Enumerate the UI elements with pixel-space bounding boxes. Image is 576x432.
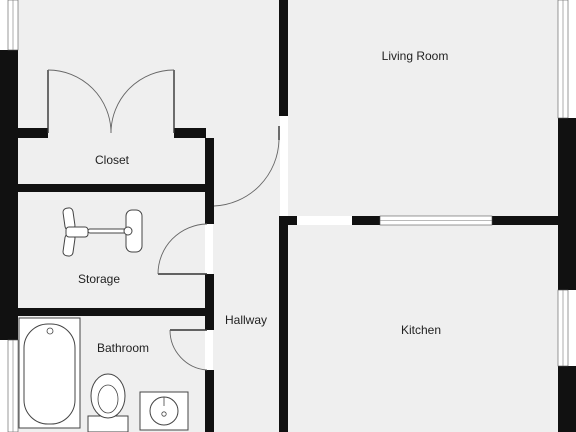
wall-closet-storage bbox=[18, 184, 214, 192]
storage-door bbox=[157, 223, 208, 275]
wall-right-1 bbox=[558, 118, 576, 290]
doors bbox=[47, 69, 280, 371]
wall-storage-bath bbox=[18, 308, 214, 316]
wall-left-closet bbox=[0, 50, 18, 186]
living-room-floor bbox=[288, 0, 558, 216]
wall-closet-front-right bbox=[174, 128, 206, 138]
bathroom-label: Bathroom bbox=[97, 341, 149, 355]
living-room-door bbox=[213, 126, 280, 207]
wall-hall-west-2 bbox=[205, 274, 214, 330]
storage-label: Storage bbox=[78, 272, 120, 286]
kitchen-label: Kitchen bbox=[401, 323, 441, 337]
bathtub-icon bbox=[18, 317, 81, 429]
wall-hall-east-top bbox=[279, 0, 288, 116]
hallway-floor bbox=[213, 0, 280, 432]
windows bbox=[7, 0, 569, 432]
wall-living-kitchen-a bbox=[279, 216, 297, 225]
wall-hall-east-bottom bbox=[279, 216, 288, 432]
window-left-top bbox=[7, 0, 19, 51]
exercise-bike-icon bbox=[62, 207, 143, 257]
window-interior-living-kitchen bbox=[379, 215, 493, 226]
window-left-bath bbox=[7, 339, 19, 432]
room-floors bbox=[18, 0, 558, 432]
living-room-label: Living Room bbox=[382, 49, 449, 63]
wall-right-2 bbox=[558, 366, 576, 432]
wall-living-kitchen-c bbox=[492, 216, 558, 225]
toilet-icon bbox=[87, 373, 129, 432]
closet-double-door bbox=[47, 69, 175, 134]
wall-hall-west-3 bbox=[205, 370, 214, 432]
wall-left-bath bbox=[0, 318, 18, 340]
window-right-top bbox=[557, 0, 569, 119]
fixtures bbox=[18, 207, 189, 432]
hallway-label: Hallway bbox=[225, 313, 267, 327]
sink-icon bbox=[139, 391, 189, 431]
wall-living-kitchen-b bbox=[352, 216, 380, 225]
kitchen-floor bbox=[288, 225, 558, 432]
closet-label: Closet bbox=[95, 153, 130, 167]
bathroom-door bbox=[169, 329, 208, 371]
wall-hall-west-1 bbox=[205, 138, 214, 224]
wall-closet-front-left bbox=[18, 128, 48, 138]
storage-floor bbox=[18, 192, 205, 308]
room-labels: Living Room Closet Storage Hallway Kitch… bbox=[78, 49, 448, 355]
wall-left-storage bbox=[0, 186, 18, 318]
window-right-kitchen bbox=[557, 289, 569, 367]
